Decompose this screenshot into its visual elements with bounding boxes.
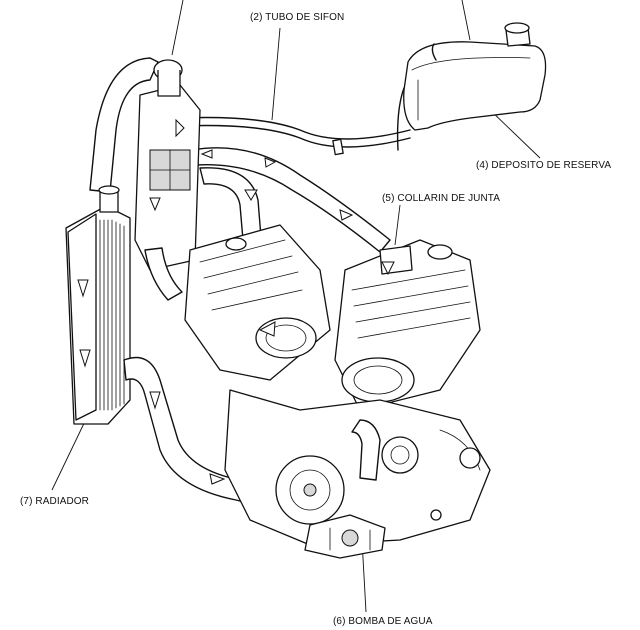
leader-siphon-tube <box>271 27 281 121</box>
reserve-tank <box>396 22 547 151</box>
water-pump <box>304 514 386 559</box>
label-joint-collar: (5) COLLARIN DE JUNTA <box>382 193 501 204</box>
leader-radiator <box>51 414 89 491</box>
label-water-pump: (6) BOMBA DE AGUA <box>333 616 433 627</box>
front-cylinder <box>184 224 331 381</box>
leader-joint-collar <box>394 204 401 246</box>
siphon-tube <box>181 116 411 156</box>
leader-lines <box>51 0 541 613</box>
label-reserve-tank: (4) DEPOSITO DE RESERVA <box>476 160 612 171</box>
label-siphon-tube: (2) TUBO DE SIFON <box>250 12 345 23</box>
label-radiator: (7) RADIADOR <box>20 496 89 507</box>
crankcase <box>224 389 491 546</box>
rear-cylinder <box>334 239 481 411</box>
thermostat-housing <box>134 59 201 301</box>
leader-top-right <box>461 0 471 41</box>
upper-hoses <box>89 57 391 253</box>
pump-to-engine-hose <box>351 419 381 481</box>
leader-reserve-tank <box>487 107 541 159</box>
radiator <box>65 185 131 425</box>
leader-top-left <box>171 0 184 56</box>
radiator-fins <box>99 219 125 411</box>
